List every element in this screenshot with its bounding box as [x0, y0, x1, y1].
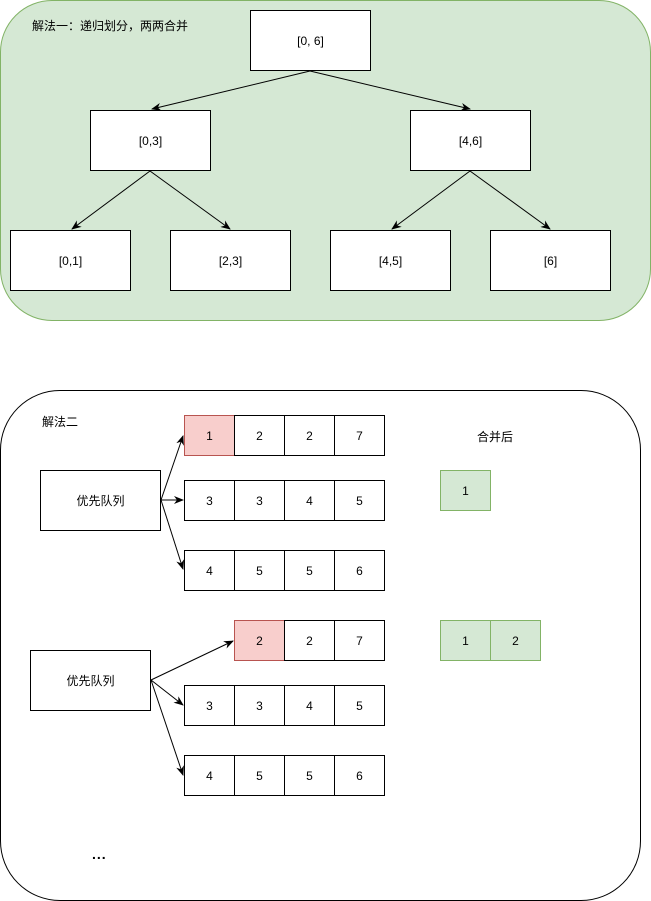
list-cell: 3	[234, 480, 285, 521]
tree-leaf-node: [2,3]	[170, 230, 291, 291]
tree-leaf-node: [4,5]	[330, 230, 451, 291]
list-cell: 2	[284, 620, 335, 661]
list-cell: 7	[334, 415, 385, 456]
list-cell: 6	[334, 550, 385, 591]
merged-label: 合并后	[477, 430, 514, 444]
queue-arrow	[160, 435, 184, 501]
list-cell: 5	[334, 480, 385, 521]
tree-edge-arrow	[151, 70, 311, 111]
tree-edge-arrow	[71, 170, 151, 230]
list-cell: 3	[184, 480, 235, 521]
list-cell: 5	[334, 685, 385, 726]
list-cell: 5	[284, 755, 335, 796]
list-cell: 3	[234, 685, 285, 726]
list-cell: 3	[184, 685, 235, 726]
tree-leaf-node: [6]	[490, 230, 611, 291]
tree-node-left: [0,3]	[90, 110, 211, 171]
tree-edge-arrow	[309, 70, 471, 111]
list-cell: 6	[334, 755, 385, 796]
priority-queue-box: 优先队列	[40, 470, 161, 531]
tree-leaf-node: [0,1]	[10, 230, 131, 291]
queue-arrow	[150, 679, 184, 776]
queue-arrow	[150, 679, 184, 706]
tree-node-right: [4,6]	[410, 110, 531, 171]
queue-arrow	[160, 499, 185, 570]
tree-root-node: [0, 6]	[250, 10, 371, 71]
list-cell: 4	[284, 480, 335, 521]
tree-edge-arrow	[149, 170, 231, 230]
list-cell: 2	[234, 415, 285, 456]
list-cell: 4	[284, 685, 335, 726]
priority-queue-box: 优先队列	[30, 650, 151, 711]
tree-edge-arrow	[391, 170, 471, 230]
list-cell: 5	[234, 550, 285, 591]
method1-title: 解法一：递归划分，两两合并	[32, 19, 189, 33]
tree-edge-arrow	[469, 170, 551, 230]
list-cell-highlighted: 2	[234, 620, 285, 661]
list-cell: 7	[334, 620, 385, 661]
list-cell: 4	[184, 550, 235, 591]
list-cell-highlighted: 1	[184, 415, 235, 456]
ellipsis: ...	[92, 846, 107, 862]
merged-cell: 1	[440, 470, 491, 511]
queue-arrow	[150, 640, 234, 681]
merged-cell: 2	[490, 620, 541, 661]
method2-title: 解法二	[42, 415, 79, 429]
